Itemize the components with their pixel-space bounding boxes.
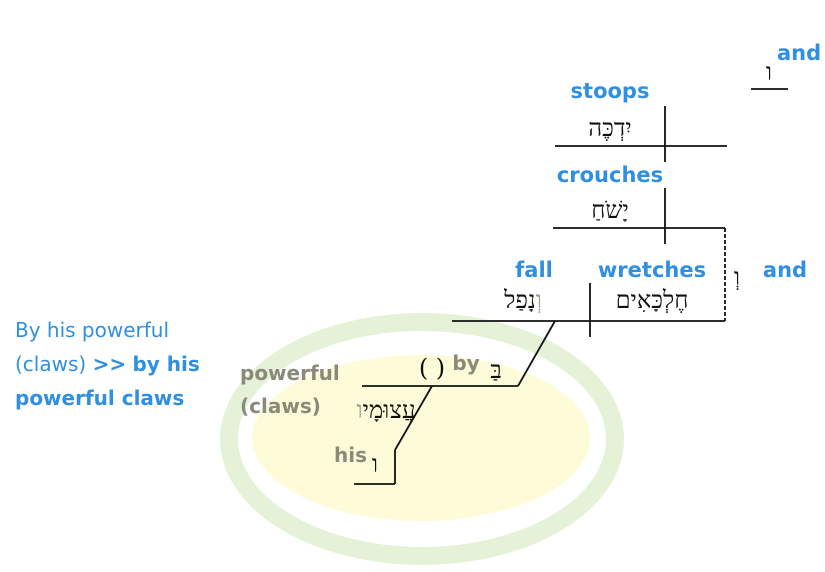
prep-gloss-by: by <box>452 351 479 375</box>
object-suffix: ו <box>357 396 363 424</box>
prep-hebrew: בַּ <box>490 356 502 384</box>
subject-hebrew-wretches: חֶלְכָּאִים <box>616 286 689 314</box>
highlight-ellipse-outer <box>220 313 624 565</box>
highlight-ellipse-inner <box>252 355 590 521</box>
verb-hebrew-fall: וְנָפַל <box>503 286 542 314</box>
verb-hebrew-crouches: יָשֹׁחַ <box>591 196 629 224</box>
modifier-diagonal <box>394 385 433 451</box>
object-gloss-claws: (claws) <box>240 394 321 418</box>
object-hebrew-claws: עֲצוּמָיו <box>357 396 416 424</box>
verb-gloss-fall: fall <box>515 258 553 282</box>
note-bold: by his powerful claws <box>15 352 200 410</box>
object-gloss-powerful: powerful <box>240 361 340 385</box>
conjunction-gloss-clause3: and <box>763 258 807 282</box>
verb-stem: נָפַל <box>503 286 536 314</box>
possessive-gloss-his: his <box>334 443 367 467</box>
translation-note: By his powerful (claws) >> by his powerf… <box>15 313 215 415</box>
note-arrow: >> <box>92 352 127 376</box>
subject-gloss-wretches: wretches <box>598 258 706 282</box>
conjunction-gloss-top: and <box>777 41 821 65</box>
verb-hebrew-stoops: יִדְכֶּה <box>588 114 631 142</box>
object-stem: עֲצוּמָי <box>363 396 416 424</box>
note-plain: By his powerful (claws) <box>15 318 170 376</box>
conjunction-hebrew-top: ו <box>766 58 772 86</box>
conjunction-hebrew-clause3: וְ <box>734 263 740 291</box>
verb-gloss-stoops: stoops <box>571 79 650 103</box>
possessive-hebrew: ו <box>372 450 378 478</box>
verb-gloss-crouches: crouches <box>557 163 663 187</box>
prep-placeholder: ( ) <box>419 354 445 382</box>
verb-prefix-vav: וְ <box>536 286 542 314</box>
prep-diagonal <box>517 320 556 387</box>
